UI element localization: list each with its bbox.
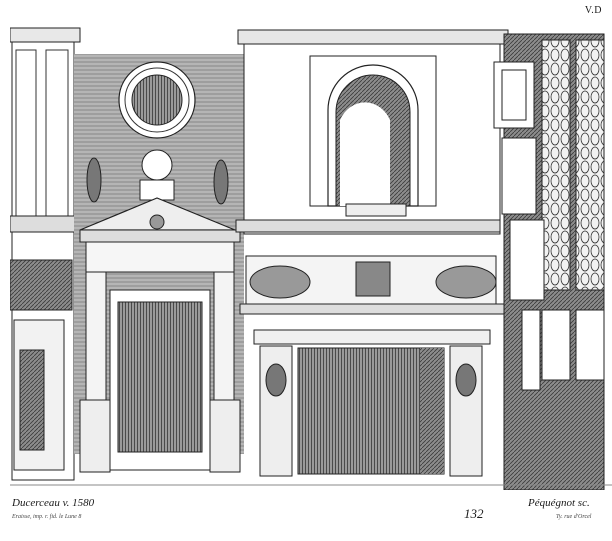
arched-niche xyxy=(309,55,437,217)
architectural-elevation xyxy=(10,27,612,490)
left-pilaster xyxy=(10,27,81,481)
volume-mark: V.D xyxy=(584,5,602,16)
oculus-window xyxy=(118,61,196,139)
casement-window xyxy=(493,33,605,490)
engraver-caption: Péquégnot sc. xyxy=(528,497,590,509)
chimneypiece xyxy=(239,255,505,477)
door-crown-ornament xyxy=(86,149,229,205)
pedimented-doorway xyxy=(79,197,241,473)
plate-number: 132 xyxy=(464,506,484,521)
address-caption: Ty. rue d'Orcel xyxy=(556,514,592,520)
artist-caption: Ducerceau v. 1580 xyxy=(12,497,95,509)
printer-caption: Eraisse, imp. r. fid. le Lune 8 xyxy=(12,514,82,520)
